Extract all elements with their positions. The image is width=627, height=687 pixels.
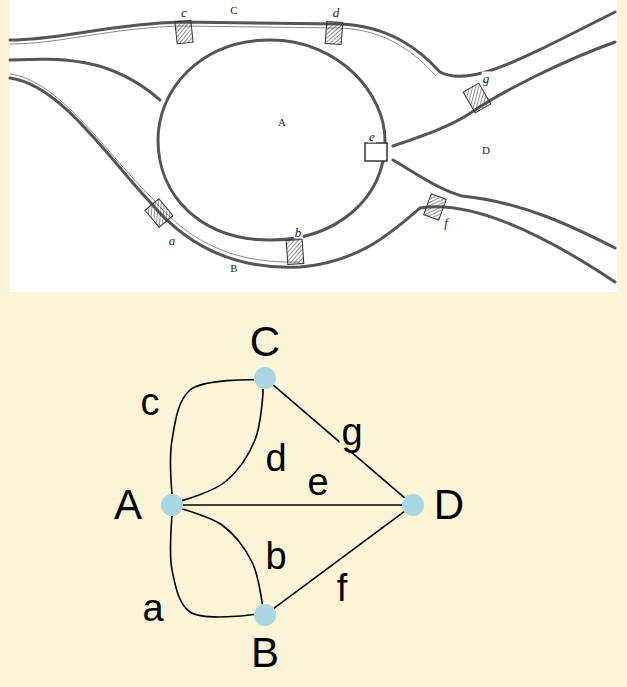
map-letter: f bbox=[443, 216, 449, 229]
edge-label: a bbox=[140, 589, 165, 627]
island-outline bbox=[158, 40, 385, 240]
vertex-label: C bbox=[250, 321, 280, 363]
graph-vertex: B bbox=[254, 604, 276, 626]
map-letter: D bbox=[481, 145, 491, 156]
graph-edge bbox=[182, 509, 262, 604]
map-letter: a bbox=[168, 234, 177, 247]
edge-label: g bbox=[339, 413, 364, 451]
vertex-label: B bbox=[251, 632, 279, 674]
edge-label: f bbox=[335, 569, 350, 607]
map-letter: g bbox=[482, 72, 491, 85]
graph-vertex: D bbox=[402, 494, 424, 516]
graph-edge bbox=[183, 504, 402, 506]
bridge-symbols bbox=[145, 20, 491, 264]
graph-edge bbox=[171, 380, 254, 494]
graph-edge bbox=[274, 512, 404, 609]
river-banks bbox=[10, 12, 615, 282]
edge-label: d bbox=[263, 439, 288, 477]
map-letter: e bbox=[368, 130, 376, 143]
graph-edge bbox=[182, 389, 263, 501]
vertex-label: D bbox=[434, 484, 464, 526]
graph-vertex: C bbox=[254, 367, 276, 389]
bridge-symbol bbox=[365, 143, 387, 161]
edge-label: e bbox=[305, 463, 330, 501]
graph-vertex: A bbox=[161, 494, 183, 516]
map-letter: c bbox=[180, 6, 188, 19]
map-letter: B bbox=[229, 263, 238, 274]
map-letter: d bbox=[332, 6, 341, 19]
engraving-ground bbox=[10, 0, 617, 292]
edge-label: b bbox=[263, 537, 288, 575]
map-letter: b bbox=[294, 226, 303, 239]
edge-label: c bbox=[139, 383, 162, 421]
map-letter: C bbox=[229, 5, 238, 16]
graph-edge bbox=[170, 516, 254, 617]
river-shading bbox=[10, 26, 436, 262]
river-map bbox=[0, 0, 627, 300]
graph-edge bbox=[273, 385, 404, 498]
vertex-label: A bbox=[114, 484, 142, 526]
map-letter: A bbox=[277, 117, 287, 128]
